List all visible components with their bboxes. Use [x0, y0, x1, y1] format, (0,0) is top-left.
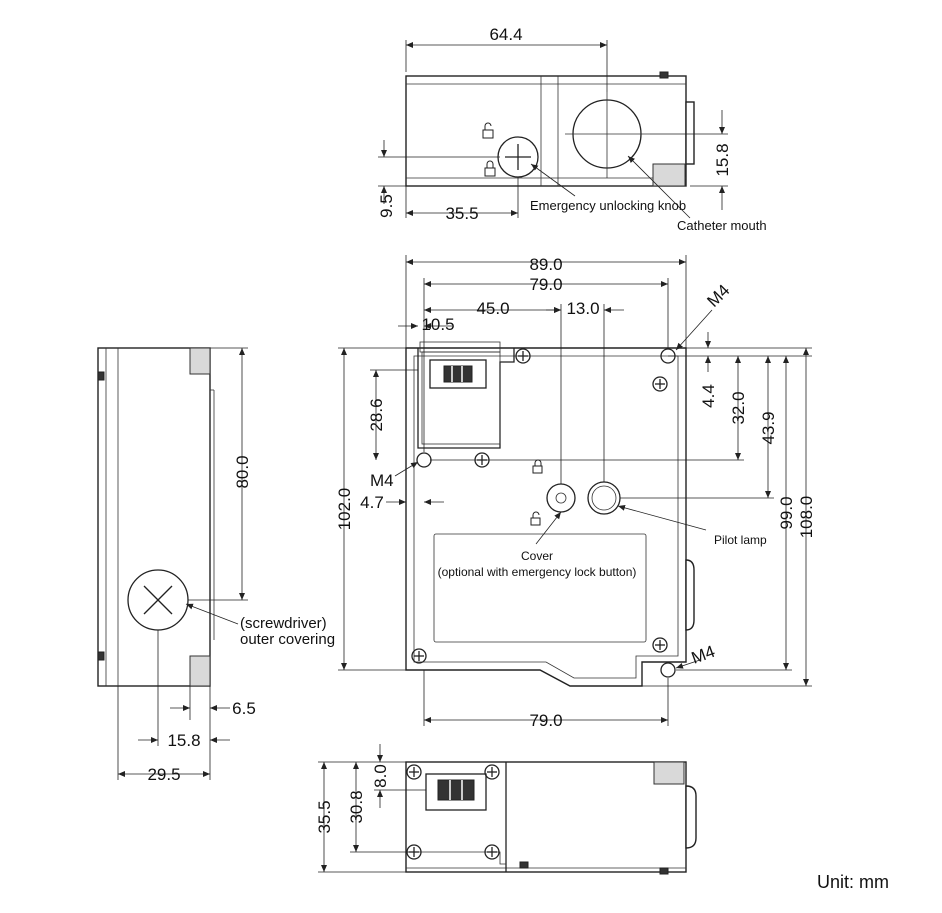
outer-covering-label: outer covering: [240, 631, 335, 648]
top-view-body: [405, 75, 687, 187]
lock-icon-front: [530, 511, 541, 526]
dim-35-5-bottom: 35.5: [315, 800, 334, 833]
dim-29-5: 29.5: [147, 765, 180, 784]
screw-bottom-right: [652, 637, 668, 653]
dim-80-0: 80.0: [233, 455, 252, 488]
dim-28-6: 28.6: [367, 398, 386, 431]
dim-13-0: 13.0: [566, 299, 599, 318]
dim-9-5: 9.5: [377, 194, 396, 218]
dim-43-9: 43.9: [759, 411, 778, 444]
dim-79-0-bottom: 79.0: [529, 711, 562, 730]
side-view-body: [97, 347, 211, 687]
dim-32-0: 32.0: [729, 391, 748, 424]
m4-bottom-label: M4: [689, 642, 718, 668]
screw-bv-2: [484, 764, 500, 780]
mounting-hole-bottom-right: [660, 662, 676, 678]
bottom-view: 8.0 30.8 35.5: [315, 744, 697, 875]
dim-79-0-top: 79.0: [529, 275, 562, 294]
dim-4-4: 4.4: [699, 384, 718, 408]
screw-bv-1: [406, 764, 422, 780]
dim-10-5: 10.5: [421, 315, 454, 334]
label-plate: [433, 533, 647, 643]
dim-64-4: 64.4: [489, 25, 522, 44]
dim-4-7: 4.7: [360, 493, 384, 512]
dim-45-0: 45.0: [476, 299, 509, 318]
bottom-key-slot: [425, 773, 487, 811]
unit-label: Unit: mm: [817, 872, 889, 892]
screw-bv-4: [484, 844, 500, 860]
dim-99-0: 99.0: [777, 496, 796, 529]
callout-knob: Emergency unlocking knob: [530, 198, 686, 213]
screw-bottom-left: [411, 648, 427, 664]
front-view-body: [405, 347, 687, 687]
dim-6-5: 6.5: [232, 699, 256, 718]
dim-102-0: 102.0: [335, 488, 354, 531]
screw-top-center: [515, 348, 531, 364]
dim-15-8-top: 15.8: [713, 143, 732, 176]
dim-89-0: 89.0: [529, 255, 562, 274]
screwdriver-label: (screwdriver): [240, 615, 327, 632]
cover-label: Cover: [521, 549, 553, 563]
lock-icon: [484, 160, 496, 177]
m4-left-label: M4: [370, 471, 394, 490]
key-slot: [429, 359, 487, 389]
m4-top-label: M4: [703, 281, 733, 311]
dim-35-5-top: 35.5: [445, 204, 478, 223]
pilot-lamp-label: Pilot lamp: [714, 533, 767, 547]
dim-30-8: 30.8: [347, 790, 366, 823]
callout-catheter: Catheter mouth: [677, 218, 767, 233]
top-view: 64.4 15.8 9.5 35.5 Emergency unlocking k…: [377, 25, 767, 233]
unlock-icon: [482, 122, 494, 139]
front-view: 89.0 79.0 45.0 13.0 10.5 M4 28.6 M4 102.…: [335, 255, 816, 730]
dim-108-0: 108.0: [797, 496, 816, 539]
cover-sub-label: (optional with emergency lock button): [438, 565, 637, 579]
side-view: 80.0 (screwdriver) outer covering 6.5 15…: [97, 347, 335, 784]
dim-8-0: 8.0: [371, 764, 390, 788]
dim-15-8-side: 15.8: [167, 731, 200, 750]
screw-top-right: [652, 376, 668, 392]
bottom-view-body: [405, 761, 687, 873]
